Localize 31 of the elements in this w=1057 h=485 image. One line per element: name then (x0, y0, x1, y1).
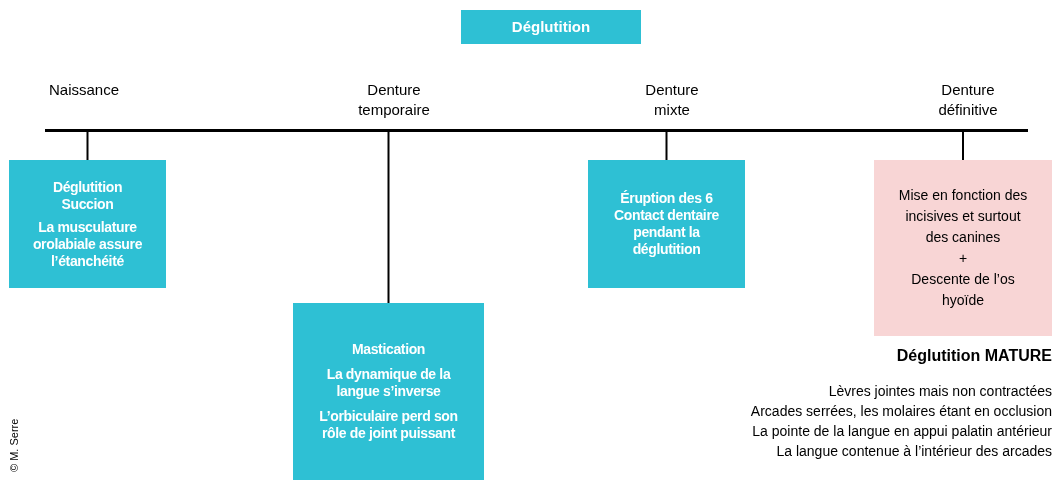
connector-line (86, 131, 89, 161)
stage-box (293, 303, 484, 480)
description-text: La langue contenue à l’intérieur des arcades (775, 442, 1052, 461)
box-text: La dynamique de la langue s’inverse (325, 366, 452, 400)
box-text: Succion (61, 195, 114, 213)
box-text: L’orbiculaire perd son rôle de joint puissant (318, 408, 459, 442)
stage-label: Denture mixte (644, 80, 700, 120)
box-text: + (958, 249, 968, 268)
box-text: Déglutition (52, 178, 123, 196)
timeline-bar (45, 129, 1028, 132)
box-text: Mastication (351, 341, 426, 358)
box-text: Descente de l’os hyoïde (910, 270, 1016, 310)
description-text: Lèvres jointes mais non contractées (827, 382, 1052, 401)
box-text: Contact dentaire pendant la déglutition (613, 207, 720, 258)
box-text: Mise en fonction des incisives et surtout des canines (897, 186, 1029, 247)
stage-label: Denture temporaire (357, 80, 431, 120)
box-text: La musculature orolabiale assure l’étanchéité (31, 218, 144, 270)
box-text: Éruption des 6 (620, 190, 713, 207)
description-text: Arcades serrées, les molaires étant en occlusion (749, 402, 1052, 421)
stage-box (874, 160, 1052, 336)
credit-text: © M. Serre (7, 418, 21, 472)
stage-box (9, 160, 166, 288)
title-box: Déglutition (461, 10, 641, 44)
stage-label: Denture définitive (937, 80, 999, 120)
stage-label: Naissance (47, 80, 120, 100)
connector-line (962, 131, 964, 161)
connector-line (387, 131, 390, 304)
section-heading: Déglutition MATURE (895, 346, 1052, 366)
connector-line (665, 131, 668, 161)
stage-box (588, 160, 745, 288)
description-text: La pointe de la langue en appui palatin antérieur (751, 422, 1052, 441)
